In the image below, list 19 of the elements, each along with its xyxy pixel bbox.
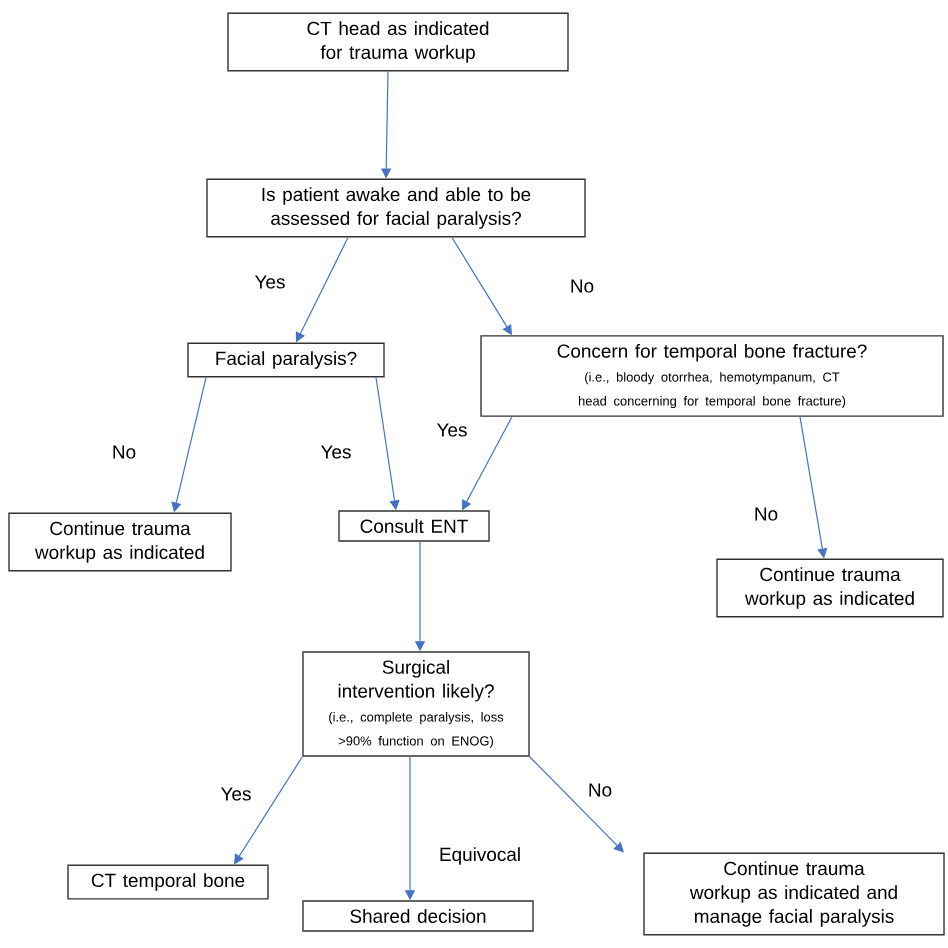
process-box: CT head as indicated for trauma workup xyxy=(227,12,569,72)
arrow xyxy=(529,756,624,853)
process-box: Is patient awake and able to be assessed for facial paralysis? xyxy=(206,178,586,238)
edge-label: No xyxy=(755,507,778,521)
process-box: Continue trauma workup as indicated and manage facial paralysis xyxy=(643,852,945,936)
process-box: Continue trauma workup as indicated xyxy=(716,558,944,618)
process-box: Facial paralysis? xyxy=(187,342,385,378)
edge-label: Equivocal xyxy=(440,847,520,865)
edge-label: Yes xyxy=(437,423,467,437)
edge-label: Yes xyxy=(220,787,251,801)
process-box: Continue trauma workup as indicated xyxy=(8,512,232,572)
process-box: Consult ENT xyxy=(338,510,490,542)
edge-label: No xyxy=(113,445,136,459)
edge-label: Yes xyxy=(320,445,351,459)
process-box: Shared decision xyxy=(302,900,534,932)
edge-label: No xyxy=(571,279,594,293)
edge-label: Yes xyxy=(254,275,285,289)
process-box: CT temporal bone xyxy=(67,864,269,900)
edge-label: No xyxy=(589,783,612,797)
